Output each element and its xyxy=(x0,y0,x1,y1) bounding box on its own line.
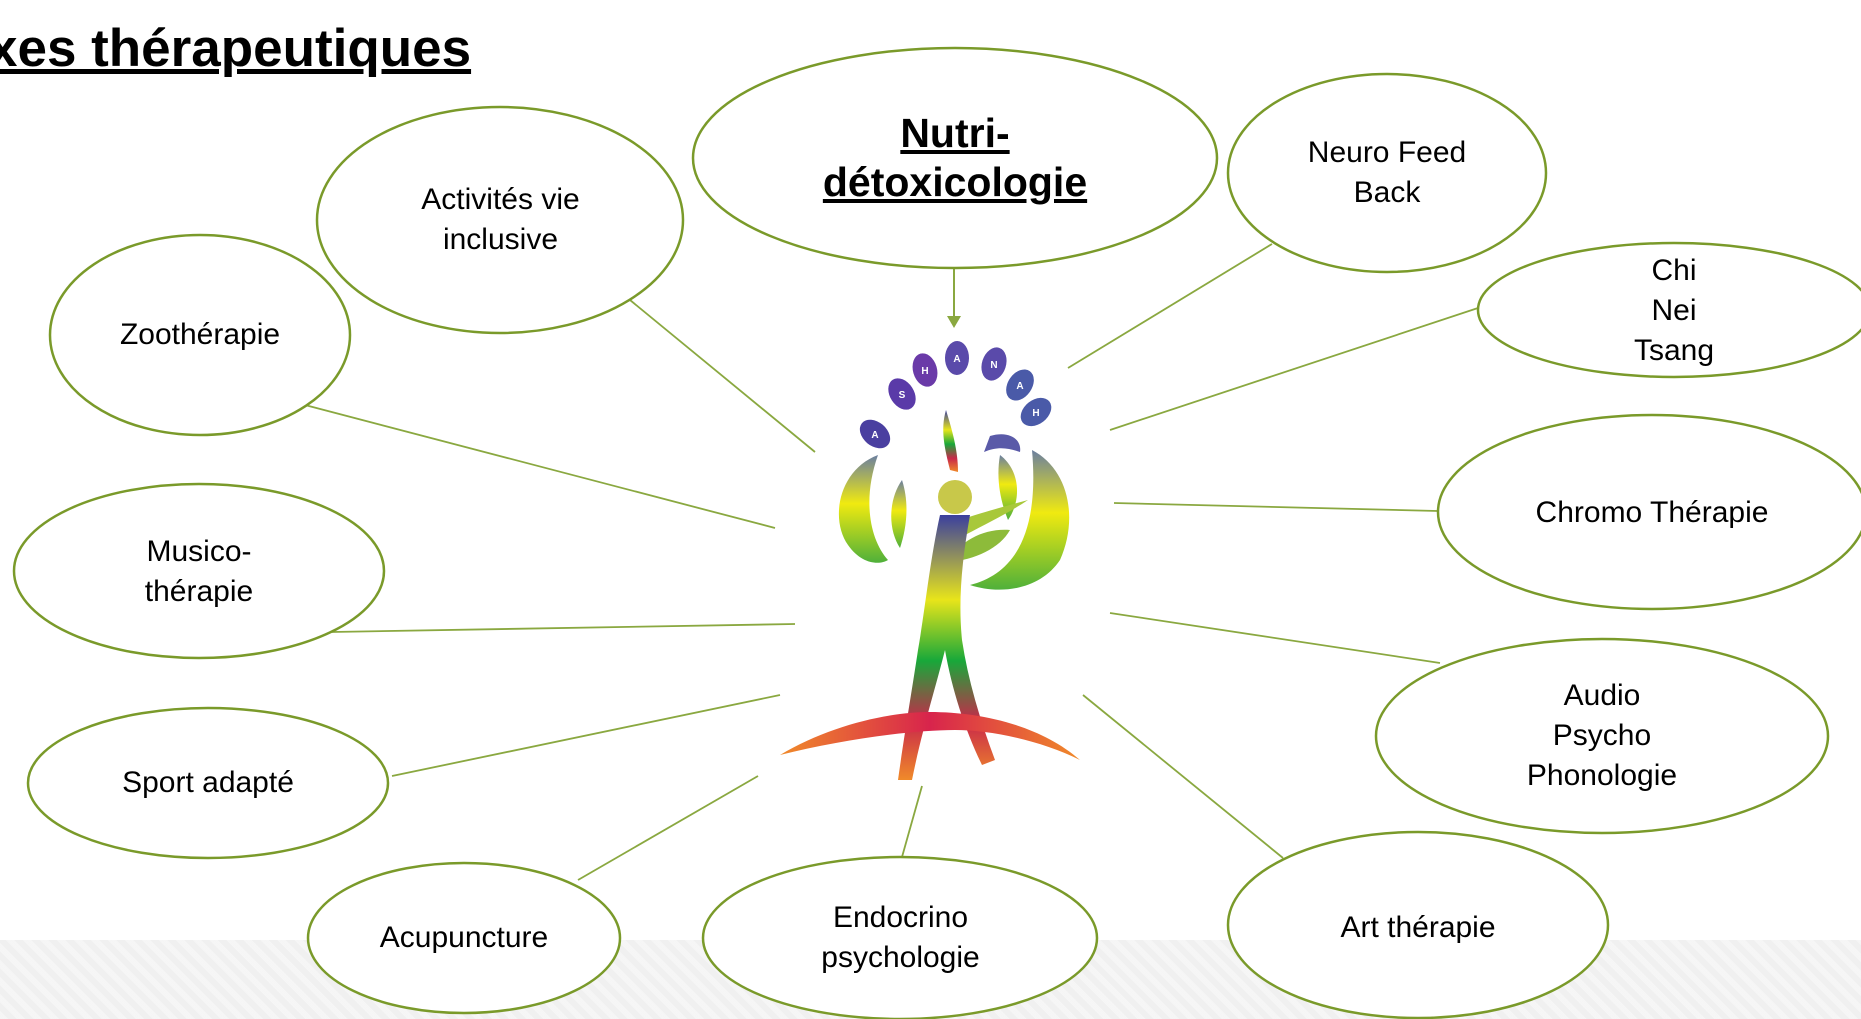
ellipse-endocrino-psychologie xyxy=(701,855,1099,1019)
logo-letter: H xyxy=(1032,408,1039,419)
connector-neuro xyxy=(1067,243,1273,369)
logo-petal: H xyxy=(912,353,938,387)
ellipse-activites-vie-inclusive xyxy=(315,105,685,335)
ellipse-neuro-feed-back xyxy=(1226,72,1548,274)
logo-swirl xyxy=(984,434,1021,452)
node-audio-psycho-phonologie: Audio Psycho Phonologie xyxy=(1526,678,1678,792)
connector-lines xyxy=(304,243,1479,881)
logo-petal: A xyxy=(859,419,891,449)
connector-zootherapie xyxy=(304,404,776,529)
ellipse-center xyxy=(691,46,1219,270)
page-title: xes thérapeutiques xyxy=(0,19,472,78)
node-chi-nei-tsang: Chi Nei Tsang xyxy=(1633,253,1715,367)
logo-arm-right xyxy=(960,500,1028,535)
node-musicotherapie: Musico- thérapie xyxy=(144,534,254,608)
logo-petal: S xyxy=(888,378,916,410)
node-acupuncture: Acupuncture xyxy=(379,921,549,954)
logo-petal: H xyxy=(1020,397,1052,427)
logo-leaf-right-outer xyxy=(970,450,1070,590)
logo-leaf-left-outer xyxy=(838,455,888,563)
logo-letter: H xyxy=(921,366,928,377)
node-activites-vie-inclusive: Activités vie inclusive xyxy=(421,183,580,256)
connector-art xyxy=(1082,694,1284,859)
logo-letter: A xyxy=(871,430,878,441)
logo-petal: N xyxy=(981,347,1007,381)
logo-letter: A xyxy=(953,354,960,365)
node-chromo-therapie: Chromo Thérapie xyxy=(1535,495,1769,529)
logo-leaf-right-inner xyxy=(998,455,1018,520)
connector-sport xyxy=(391,694,781,777)
connector-chromo xyxy=(1113,502,1439,512)
node-endocrino-psychologie: Endocrino psychologie xyxy=(821,900,980,974)
tree-logo: A S H A N A H xyxy=(780,341,1080,780)
ellipse-audio-psycho-phonologie xyxy=(1374,637,1830,835)
connector-musicotherapie xyxy=(331,623,796,633)
connector-endocrino xyxy=(901,785,923,858)
ellipse-art-therapie xyxy=(1226,830,1610,1019)
ellipse-zootherapie xyxy=(48,233,352,437)
connector-chi xyxy=(1109,307,1479,431)
ellipse-musicotherapie xyxy=(12,482,386,660)
logo-arm-raised xyxy=(943,410,958,472)
logo-letter: A xyxy=(1016,381,1023,392)
logo-trunk xyxy=(898,515,995,780)
center-node-label: Nutri- détoxicologie xyxy=(822,110,1088,205)
logo-roots xyxy=(780,712,1080,760)
logo-petal: A xyxy=(1006,369,1034,401)
logo-petals: A S H A N A H xyxy=(859,341,1052,452)
ellipse-chromo-therapie xyxy=(1436,413,1861,611)
logo-leaf-left-inner xyxy=(891,480,907,548)
connector-audio xyxy=(1109,612,1441,664)
logo-letter: S xyxy=(899,390,906,401)
ellipse-chi-nei-tsang xyxy=(1476,241,1861,379)
connector-activites xyxy=(629,299,816,453)
logo-letter: N xyxy=(990,360,997,371)
node-ellipses xyxy=(12,46,1861,1019)
node-sport-adapte: Sport adapté xyxy=(122,766,294,799)
arrow-head xyxy=(947,316,961,328)
ellipse-acupuncture xyxy=(306,861,622,1015)
connector-acupuncture xyxy=(577,775,759,881)
logo-head xyxy=(938,480,972,514)
ellipse-sport-adapte xyxy=(26,706,390,860)
node-zootherapie: Zoothérapie xyxy=(119,318,281,351)
node-neuro-feed-back: Neuro Feed Back xyxy=(1307,136,1467,209)
logo-petal: A xyxy=(944,341,970,375)
node-art-therapie: Art thérapie xyxy=(1340,910,1496,944)
